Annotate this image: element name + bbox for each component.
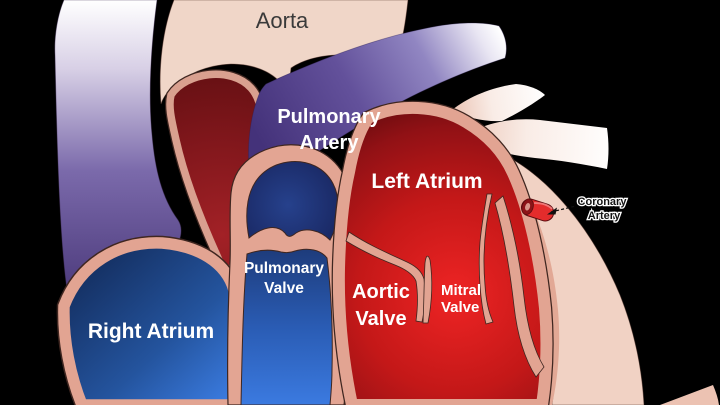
coronary-artery-pointer-arrow: [547, 207, 557, 215]
ventricle-wall-band-shape: [494, 195, 545, 378]
outer-wall-corner-sliver: [660, 385, 719, 405]
pulmonary-vein-upper-shape: [452, 84, 545, 122]
aorta-label: Aorta: [256, 8, 309, 33]
coronary-artery-label-line1: Coronary: [578, 196, 628, 208]
mitral-valve-left-leaflet-shape: [422, 255, 433, 324]
pulmonary-artery-label-line2: Artery: [300, 132, 360, 154]
aortic-valve-label-line1: Aortic: [352, 281, 410, 303]
right-atrium-label: Right Atrium: [88, 320, 214, 343]
mitral-valve-right-leaflet-shape: [478, 193, 494, 325]
pulmonary-vein-lower-shape: [459, 119, 609, 169]
pulmonary-valve-label-line2: Valve: [264, 280, 304, 297]
pulmonary-valve-label-line1: Pulmonary: [244, 260, 324, 277]
pulmonary-artery-label-line1: Pulmonary: [277, 106, 381, 128]
mitral-valve-label-line1: Mitral: [441, 282, 481, 299]
coronary-artery-shape: [520, 198, 555, 222]
mitral-valve-label-line2: Valve: [441, 299, 479, 316]
aortic-valve-label-line2: Valve: [355, 308, 406, 330]
pulmonary-valve-channel-shape: [240, 248, 333, 405]
left-heart-shape: [332, 101, 553, 405]
aortic-valve-leaflet-shape: [345, 231, 426, 323]
left-atrium-label: Left Atrium: [371, 170, 482, 193]
coronary-artery-pointer-line: [550, 205, 577, 213]
coronary-artery-label-line2: Artery: [588, 210, 621, 222]
